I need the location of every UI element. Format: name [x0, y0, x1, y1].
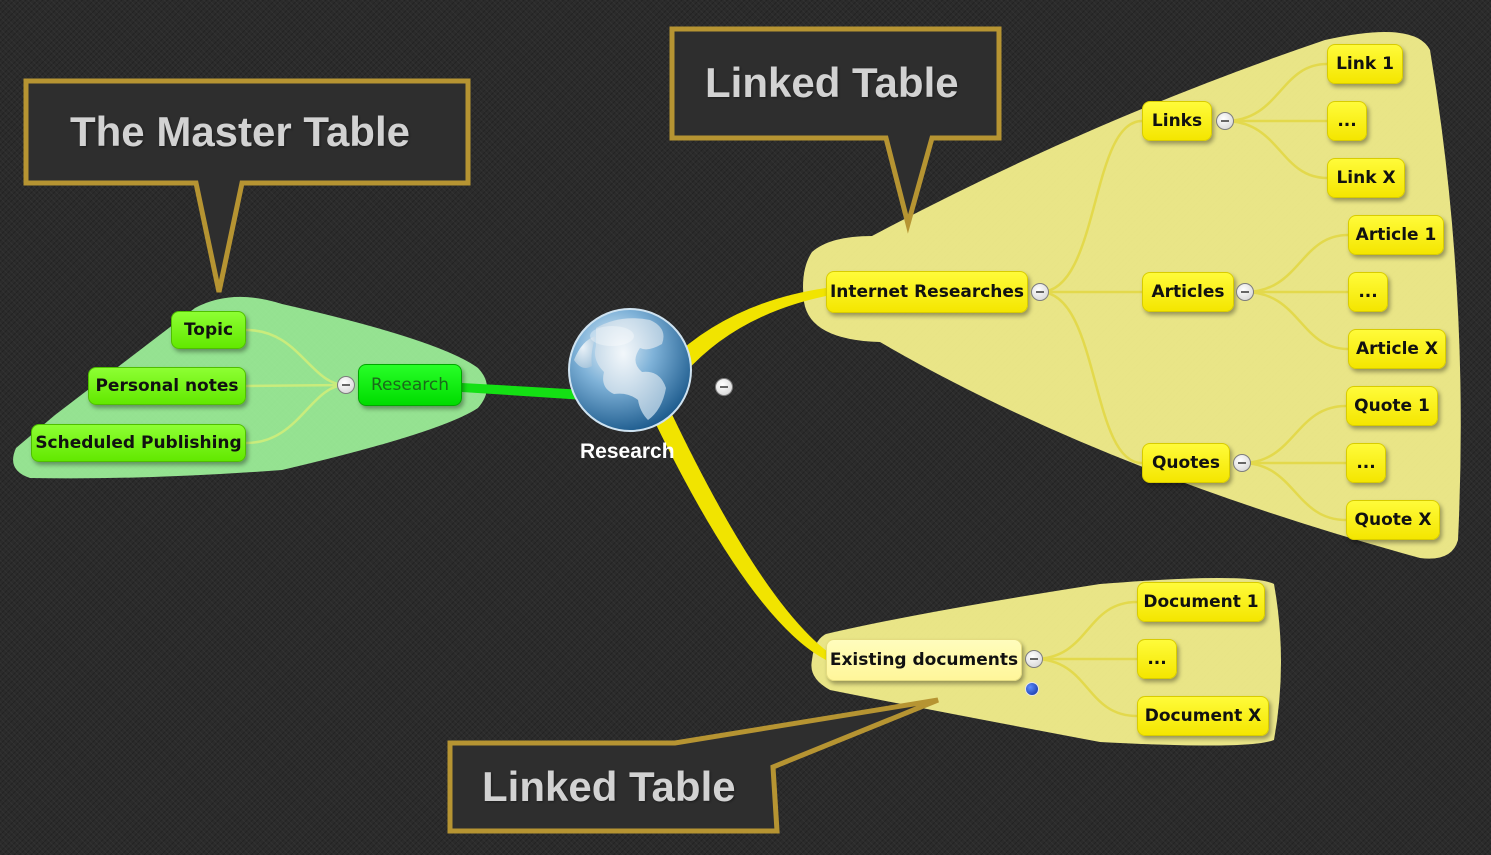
center-collapse-toggle[interactable] — [715, 378, 733, 396]
globe-icon[interactable] — [568, 308, 692, 432]
document-1-node[interactable]: Document 1 — [1137, 582, 1265, 622]
internet-researches-node[interactable]: Internet Researches — [826, 271, 1028, 313]
globe-to-internet-connector — [668, 288, 826, 374]
note-indicator-icon[interactable] — [1025, 682, 1039, 696]
existing-connectors — [1033, 600, 1138, 718]
linked-callout-box-top — [669, 26, 1002, 234]
link-1-node[interactable]: Link 1 — [1327, 44, 1403, 84]
article-1-node[interactable]: Article 1 — [1348, 215, 1444, 255]
master-table-callout: The Master Table — [70, 108, 410, 155]
research-to-globe-connector — [462, 383, 585, 400]
articles-toggle[interactable] — [1236, 283, 1254, 301]
topic-node[interactable]: Topic — [171, 311, 246, 349]
linked-callout-box-bottom — [447, 697, 939, 834]
central-topic-label[interactable]: Research — [580, 440, 675, 463]
linked-table-callout-bottom: Linked Table — [482, 763, 736, 810]
existing-documents-toggle[interactable] — [1025, 650, 1043, 668]
quote-1-node[interactable]: Quote 1 — [1346, 386, 1438, 426]
research-node[interactable]: Research — [358, 364, 462, 406]
quotes-ellipsis-node[interactable]: ... — [1346, 443, 1386, 483]
articles-ellipsis-node[interactable]: ... — [1348, 272, 1388, 312]
links-toggle[interactable] — [1216, 112, 1234, 130]
internet-connectors — [1039, 62, 1349, 522]
links-ellipsis-node[interactable]: ... — [1327, 101, 1367, 141]
linked-table-callout-top: Linked Table — [705, 59, 959, 106]
documents-ellipsis-node[interactable]: ... — [1137, 639, 1177, 679]
quotes-node[interactable]: Quotes — [1142, 443, 1230, 483]
master-connectors — [245, 328, 347, 445]
links-node[interactable]: Links — [1142, 101, 1212, 141]
internet-researches-toggle[interactable] — [1031, 283, 1049, 301]
quote-x-node[interactable]: Quote X — [1346, 500, 1440, 540]
articles-node[interactable]: Articles — [1142, 272, 1234, 312]
link-x-node[interactable]: Link X — [1327, 158, 1405, 198]
internet-researches-group — [803, 32, 1461, 559]
globe-to-existing-connector — [650, 406, 828, 660]
article-x-node[interactable]: Article X — [1348, 329, 1446, 369]
document-x-node[interactable]: Document X — [1137, 696, 1269, 736]
existing-documents-node[interactable]: Existing documents — [826, 639, 1022, 681]
quotes-toggle[interactable] — [1233, 454, 1251, 472]
personal-notes-node[interactable]: Personal notes — [88, 367, 246, 405]
scheduled-publishing-node[interactable]: Scheduled Publishing — [31, 424, 246, 462]
research-collapse-toggle[interactable] — [337, 376, 355, 394]
master-callout-box — [23, 78, 471, 293]
